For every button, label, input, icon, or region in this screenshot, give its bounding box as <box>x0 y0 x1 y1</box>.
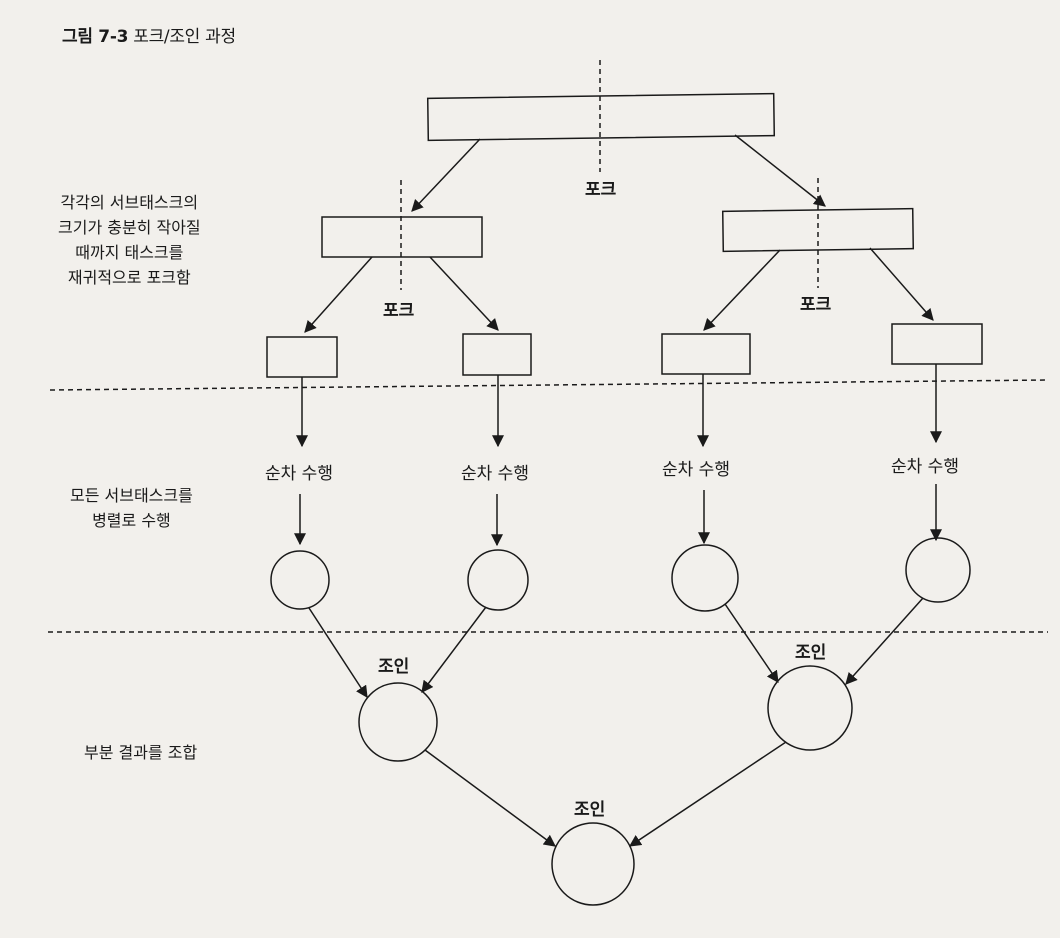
leaf-task-box-1 <box>266 336 338 378</box>
note-line: 병렬로 수행 <box>92 511 171 530</box>
sequential-label-4: 순차 수행 <box>891 457 959 477</box>
fork-arrow-root-left <box>411 138 481 212</box>
final-join-arrow-right <box>629 741 787 847</box>
fork-arrow-right-2 <box>869 247 934 321</box>
fork-label-left: 포크 <box>383 301 415 321</box>
partial-result-4 <box>905 537 971 603</box>
note-parallel-run: 모든 서브태스크를 병렬로 수행 <box>70 483 193 533</box>
leaf-task-box-4 <box>891 323 983 365</box>
fork-arrow-left-2 <box>429 256 499 331</box>
figure-number: 그림 7-3 <box>62 27 129 47</box>
note-line: 모든 서브태스크를 <box>70 486 193 505</box>
leaf-task-box-3 <box>661 333 751 375</box>
fork-label-right: 포크 <box>800 295 832 315</box>
note-line: 때까지 태스크를 <box>75 243 184 262</box>
note-line: 부분 결과를 조합 <box>84 743 198 762</box>
sequential-label-2: 순차 수행 <box>461 464 529 484</box>
fork-arrow-root-right <box>734 134 826 207</box>
figure-caption: 포크/조인 과정 <box>133 27 236 47</box>
task-box-left <box>321 216 483 258</box>
figure-title: 그림 7-3 포크/조인 과정 <box>62 22 236 47</box>
sequential-label-1: 순차 수행 <box>265 464 333 484</box>
fork-arrow-left-1 <box>304 256 373 333</box>
join-circle-right <box>767 665 853 751</box>
join-arrow-4 <box>845 597 924 685</box>
note-line: 재귀적으로 포크함 <box>67 268 191 287</box>
partial-result-2 <box>467 549 529 611</box>
partial-result-3 <box>671 544 739 612</box>
root-task-box <box>426 92 776 142</box>
fork-label-root: 포크 <box>585 180 617 200</box>
final-join-circle <box>551 822 635 906</box>
note-line: 각각의 서브태스크의 <box>60 193 199 212</box>
note-line: 크기가 충분히 작아질 <box>58 218 201 237</box>
join-arrow-3 <box>724 603 779 683</box>
join-circle-left <box>358 682 438 762</box>
phase-divider-fork-run <box>49 379 1049 391</box>
leaf-task-box-2 <box>462 333 532 376</box>
task-box-right <box>721 207 915 253</box>
partial-result-1 <box>270 550 330 610</box>
note-recursive-fork: 각각의 서브태스크의 크기가 충분히 작아질 때까지 태스크를 재귀적으로 포크… <box>58 190 201 290</box>
join-arrow-2 <box>421 606 487 693</box>
join-label-left: 조인 <box>378 657 410 677</box>
join-label-final: 조인 <box>574 800 606 820</box>
sequential-label-3: 순차 수행 <box>662 460 730 480</box>
final-join-arrow-left <box>424 749 556 847</box>
note-combine: 부분 결과를 조합 <box>84 740 197 765</box>
join-label-right: 조인 <box>795 643 827 663</box>
fork-arrow-right-1 <box>703 249 781 331</box>
join-arrow-1 <box>308 607 368 699</box>
